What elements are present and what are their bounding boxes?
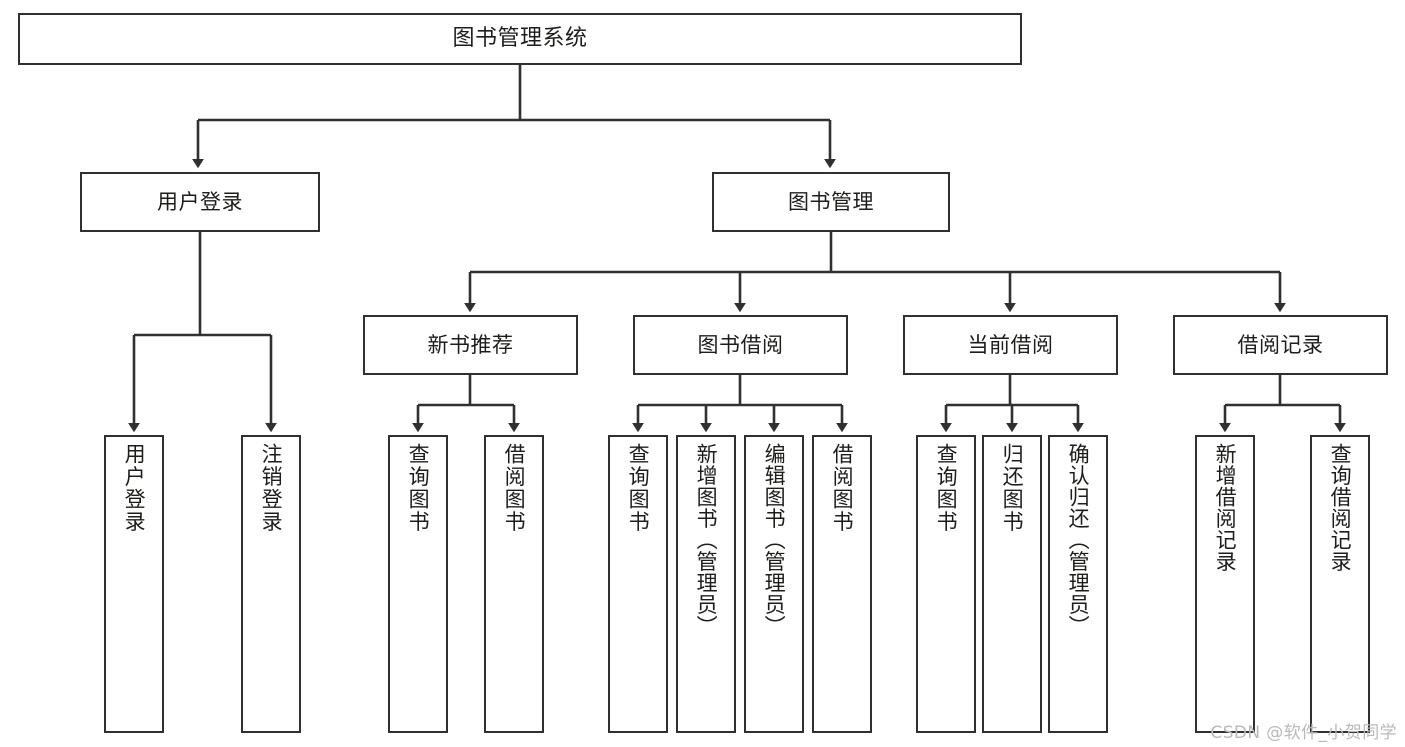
node-borrow-record-label: 借阅记录	[1237, 332, 1324, 357]
leaf-add-borrow-record-label: 新增借阅记录	[1213, 443, 1238, 572]
leaf-return-book[interactable]: 归还图书	[982, 435, 1042, 733]
leaf-user-login-label: 用户登录	[122, 443, 147, 533]
leaf-add-book-admin[interactable]: 新增图书（管理员）	[676, 435, 736, 733]
leaf-borrow-book-new-label: 借阅图书	[502, 443, 527, 533]
node-root-label: 图书管理系统	[452, 26, 588, 52]
leaf-query-borrow-record[interactable]: 查询借阅记录	[1310, 435, 1370, 733]
leaf-user-login[interactable]: 用户登录	[104, 435, 164, 733]
leaf-return-book-label: 归还图书	[1000, 443, 1025, 533]
leaf-query-book-current[interactable]: 查询图书	[916, 435, 976, 733]
leaf-query-book-borrow[interactable]: 查询图书	[608, 435, 668, 733]
csdn-watermark: CSDN @软件_小贺同学	[1210, 723, 1397, 743]
node-user-login[interactable]: 用户登录	[80, 172, 320, 232]
leaf-edit-book-admin-label: 编辑图书（管理员）	[762, 443, 787, 637]
node-current-borrow[interactable]: 当前借阅	[903, 315, 1118, 375]
leaf-query-book-new-label: 查询图书	[406, 443, 431, 533]
node-book-borrow-label: 图书借阅	[697, 332, 784, 357]
node-book-borrow[interactable]: 图书借阅	[633, 315, 848, 375]
node-current-borrow-label: 当前借阅	[967, 332, 1054, 357]
leaf-query-book-new[interactable]: 查询图书	[388, 435, 448, 733]
node-borrow-record[interactable]: 借阅记录	[1173, 315, 1388, 375]
node-book-management[interactable]: 图书管理	[712, 172, 950, 232]
node-book-management-label: 图书管理	[788, 189, 874, 214]
node-user-login-label: 用户登录	[157, 189, 243, 214]
leaf-confirm-return-admin-label: 确认归还（管理员）	[1066, 443, 1091, 637]
leaf-add-book-admin-label: 新增图书（管理员）	[694, 443, 719, 637]
node-new-book-recommend[interactable]: 新书推荐	[363, 315, 578, 375]
node-root[interactable]: 图书管理系统	[18, 13, 1022, 65]
leaf-borrow-book-new[interactable]: 借阅图书	[484, 435, 544, 733]
leaf-query-book-current-label: 查询图书	[934, 443, 959, 533]
leaf-add-borrow-record[interactable]: 新增借阅记录	[1195, 435, 1255, 733]
leaf-query-book-borrow-label: 查询图书	[626, 443, 651, 533]
leaf-borrow-book-label: 借阅图书	[830, 443, 855, 533]
leaf-confirm-return-admin[interactable]: 确认归还（管理员）	[1048, 435, 1108, 733]
leaf-query-borrow-record-label: 查询借阅记录	[1328, 443, 1353, 572]
node-new-book-recommend-label: 新书推荐	[427, 332, 514, 357]
leaf-logout-login[interactable]: 注销登录	[241, 435, 301, 733]
leaf-borrow-book[interactable]: 借阅图书	[812, 435, 872, 733]
leaf-logout-login-label: 注销登录	[259, 443, 284, 533]
leaf-edit-book-admin[interactable]: 编辑图书（管理员）	[744, 435, 804, 733]
